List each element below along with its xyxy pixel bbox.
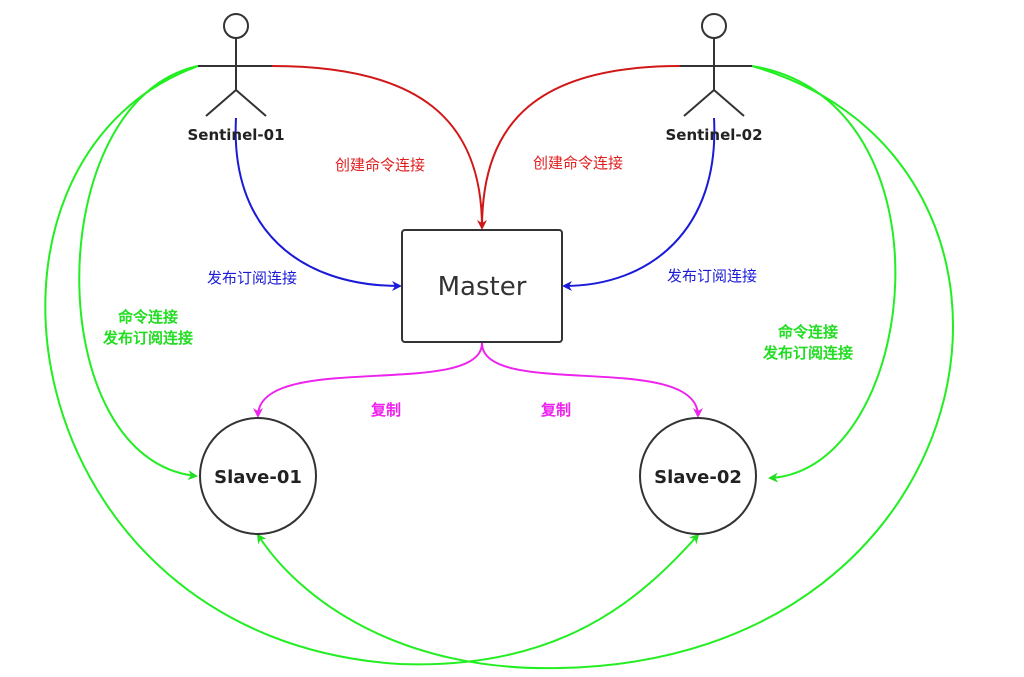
edge-master-slave1-replication — [253, 342, 483, 418]
replication-label-left: 复制 — [370, 401, 401, 419]
command-connection-label-left: 创建命令连接 — [335, 156, 425, 174]
command-connection-label-right: 创建命令连接 — [533, 154, 623, 172]
edge-sentinel2-master-pubsub — [562, 117, 716, 291]
replication-label-right: 复制 — [540, 401, 571, 419]
master-label: Master — [438, 272, 527, 302]
sentinel-slave-label-left-line1: 命令连接 — [117, 308, 178, 326]
sentinel-slave-label-right-line1: 命令连接 — [777, 323, 838, 341]
edge-sentinel1-master-command — [271, 65, 487, 230]
slave-02-node — [639, 417, 757, 535]
pubsub-connection-label-right: 发布订阅连接 — [667, 267, 757, 285]
sentinel-slave-connections — [44, 65, 954, 670]
sentinel-01-label: Sentinel-01 — [187, 126, 284, 144]
slave-02-label: Slave-02 — [654, 467, 742, 488]
edge-sentinel1-slave2 — [44, 65, 700, 666]
edge-sentinel1-slave1 — [78, 65, 199, 481]
pubsub-connections — [234, 117, 716, 291]
edge-sentinel2-master-command — [481, 65, 681, 229]
pubsub-connection-label-left: 发布订阅连接 — [207, 269, 297, 287]
replication-connections — [253, 342, 703, 418]
master-node — [401, 229, 563, 343]
sentinel-slave-label-left-line2: 发布订阅连接 — [102, 329, 193, 347]
slave-01-node — [199, 417, 317, 535]
edge-sentinel1-master-pubsub — [234, 117, 402, 291]
slave-01-label: Slave-01 — [214, 467, 302, 488]
sentinel-slave-label-right-line2: 发布订阅连接 — [762, 344, 853, 362]
edge-master-slave2-replication — [481, 342, 703, 418]
sentinel-01-actor-icon — [198, 13, 272, 117]
edge-sentinel2-slave1 — [256, 65, 954, 670]
sentinel-02-actor-icon — [680, 13, 752, 117]
command-connections — [271, 65, 681, 230]
edge-sentinel2-slave2 — [751, 65, 897, 483]
sentinel-02-label: Sentinel-02 — [665, 126, 762, 144]
